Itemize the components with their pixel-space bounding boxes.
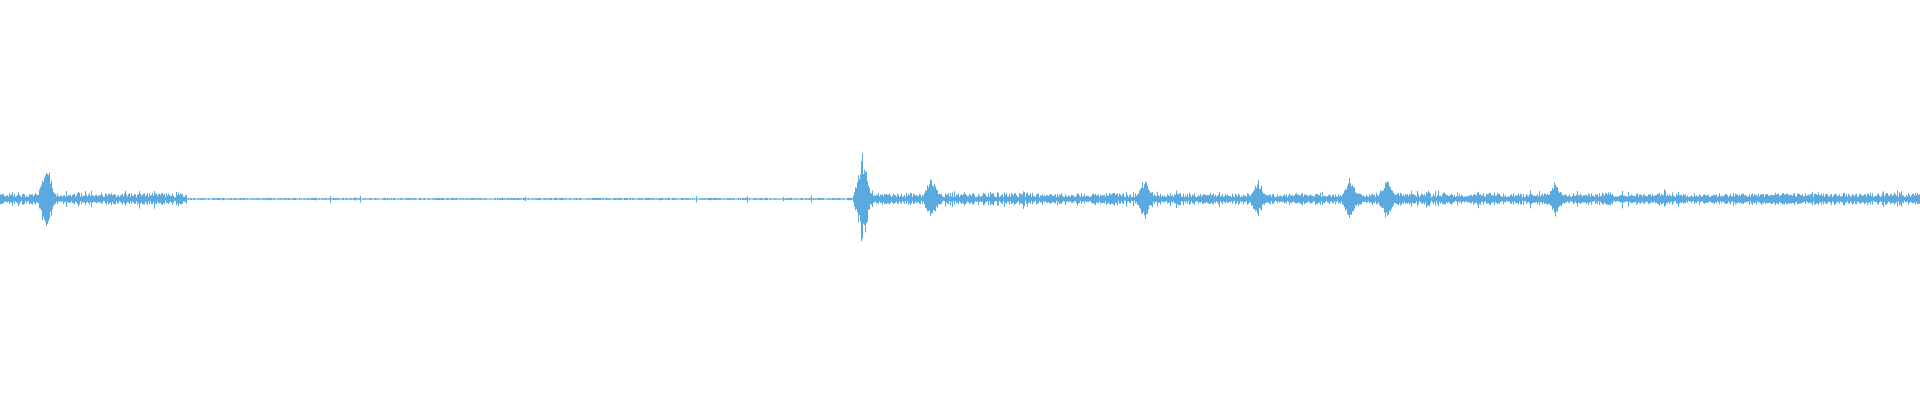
- waveform-path: [0, 153, 1920, 242]
